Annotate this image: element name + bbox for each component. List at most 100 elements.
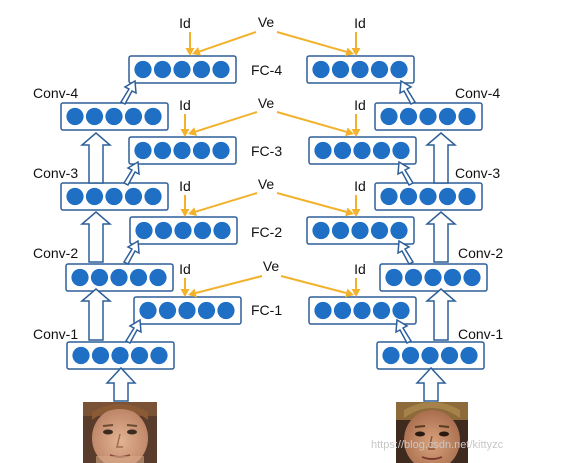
neuron	[333, 141, 352, 160]
ve-arrow-right-3	[276, 111, 354, 137]
neuron	[424, 268, 442, 287]
id-arrow-left-2	[180, 195, 190, 217]
neuron	[192, 141, 211, 160]
id-arrow-right-4	[351, 32, 361, 56]
conv4-box-right	[374, 102, 483, 131]
conv-arrow-right-2	[424, 211, 458, 263]
id-arrow-right-2	[351, 195, 361, 217]
id-label-right-3: Id	[354, 97, 366, 113]
conv4-label-left: Conv-4	[33, 85, 78, 101]
diag-arrow-right-4	[399, 79, 417, 105]
fc1-box-left	[133, 296, 242, 325]
ve-label-1: Ve	[263, 258, 280, 274]
ve-arrow-left-3	[188, 111, 258, 136]
neuron	[390, 221, 408, 240]
neuron	[419, 107, 437, 126]
neuron	[404, 268, 423, 287]
neuron	[372, 141, 391, 160]
diag-arrow-left-2	[122, 239, 140, 265]
neuron	[193, 221, 212, 240]
neuron	[134, 60, 152, 79]
neuron	[401, 346, 420, 365]
fc4-box-left	[128, 55, 237, 84]
neuron	[130, 346, 149, 365]
neuron	[105, 107, 123, 126]
conv1-box-right	[376, 341, 485, 370]
fc3-box-right	[308, 136, 417, 165]
id-label-left-3: Id	[179, 97, 191, 113]
id-arrow-right-1	[351, 278, 361, 297]
neuron	[399, 187, 418, 206]
neuron	[90, 268, 109, 287]
fc2-box-right	[306, 216, 415, 245]
ve-arrow-right-2	[276, 192, 354, 217]
neuron	[150, 346, 168, 365]
neuron	[351, 221, 369, 240]
neuron	[443, 268, 462, 287]
neuron	[129, 268, 148, 287]
neuron	[213, 221, 231, 240]
neuron	[314, 301, 332, 320]
neuron	[178, 301, 196, 320]
id-label-left-2: Id	[179, 178, 191, 194]
diag-arrow-left-1	[124, 318, 142, 344]
diag-arrow-right-3	[397, 160, 415, 186]
neuron	[124, 187, 143, 206]
neuron	[139, 301, 157, 320]
neuron	[382, 346, 400, 365]
neuron	[173, 60, 191, 79]
conv3-label-left: Conv-3	[33, 165, 78, 181]
ve-label-2: Ve	[258, 176, 275, 192]
neuron	[312, 221, 330, 240]
fc2-box-left	[129, 216, 238, 245]
conv3-label-right: Conv-3	[455, 165, 500, 181]
id-arrow-left-3	[180, 114, 190, 137]
neuron	[71, 268, 89, 287]
neuron	[460, 346, 478, 365]
neuron	[66, 187, 84, 206]
watermark-text: https://blog.csdn.net/kittyzc	[371, 439, 504, 451]
id-arrow-left-4	[185, 32, 195, 56]
conv2-label-left: Conv-2	[33, 245, 78, 261]
conv-arrow-left-2	[79, 211, 113, 263]
conv-arrow-right-1	[424, 288, 458, 341]
ve-arrow-left-2	[188, 192, 258, 216]
id-arrow-right-3	[351, 114, 361, 137]
neuron	[458, 187, 476, 206]
neuron	[153, 60, 172, 79]
id-label-left-1: Id	[179, 261, 191, 277]
neuron	[91, 346, 110, 365]
neuron	[192, 60, 211, 79]
ve-arrow-left-4	[192, 31, 257, 56]
diag-arrow-left-3	[122, 160, 140, 186]
neuron	[85, 107, 104, 126]
neuron	[372, 301, 391, 320]
neuron	[85, 187, 104, 206]
input-arrow-right	[415, 366, 447, 402]
neuron	[72, 346, 90, 365]
id-arrow-left-1	[180, 278, 190, 297]
neuron	[111, 346, 129, 365]
neuron	[144, 107, 162, 126]
face-photo-right	[396, 402, 468, 463]
ve-arrow-right-1	[280, 275, 354, 298]
neuron	[135, 221, 153, 240]
face-photo-left	[83, 402, 157, 463]
neuron	[153, 141, 172, 160]
conv3-box-left	[60, 182, 169, 211]
neuron	[144, 187, 162, 206]
id-label-right-4: Id	[354, 15, 366, 31]
neuron	[134, 141, 152, 160]
neuron	[173, 141, 191, 160]
fc1-box-right	[308, 296, 417, 325]
neuron	[458, 107, 476, 126]
id-label-right-1: Id	[354, 261, 366, 277]
conv3-box-right	[374, 182, 483, 211]
neuron	[390, 60, 408, 79]
neuron	[438, 107, 457, 126]
neuron	[385, 268, 403, 287]
neuron	[380, 107, 398, 126]
neuron	[66, 107, 84, 126]
neuron	[110, 268, 128, 287]
